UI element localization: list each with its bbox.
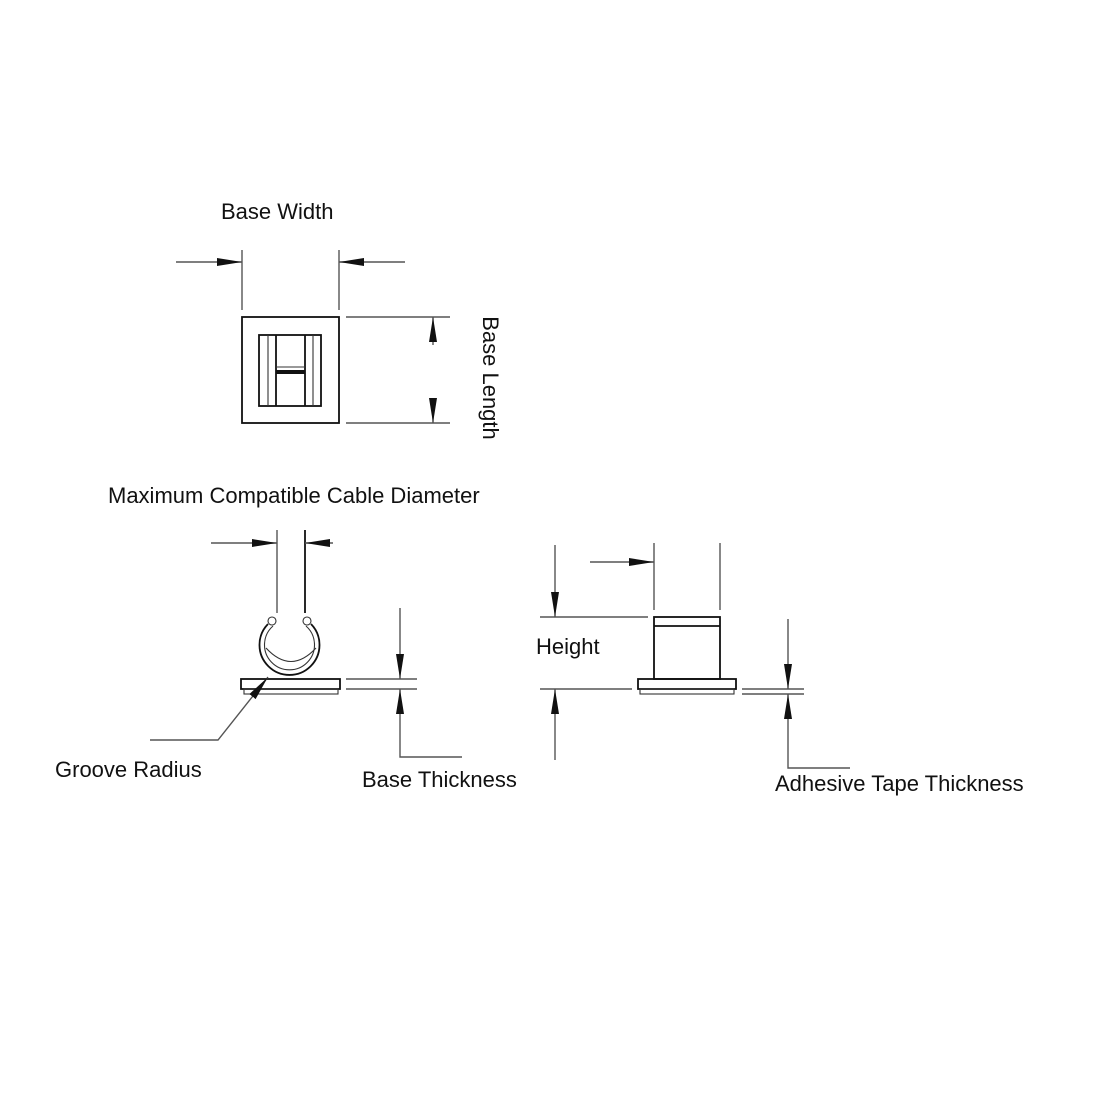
clip-side-view [240, 530, 341, 695]
base-thickness-label: Base Thickness [362, 767, 517, 792]
groove-radius-leader [150, 676, 269, 741]
block-side-view [637, 616, 737, 695]
adhesive-tape-thickness-label: Adhesive Tape Thickness [775, 771, 1024, 796]
base-width-label: Base Width [221, 199, 334, 224]
base-length-dimension [346, 316, 450, 424]
base-width-dimension [176, 250, 405, 310]
base-length-label: Base Length [478, 316, 503, 440]
base-thickness-dimension [346, 608, 462, 758]
groove-radius-label: Groove Radius [55, 757, 202, 782]
max-cable-diameter-label: Maximum Compatible Cable Diameter [108, 483, 480, 508]
height-label: Height [536, 634, 600, 659]
top-view [241, 316, 340, 424]
height-dimension [540, 543, 721, 760]
adhesive-thickness-dimension [742, 619, 850, 769]
